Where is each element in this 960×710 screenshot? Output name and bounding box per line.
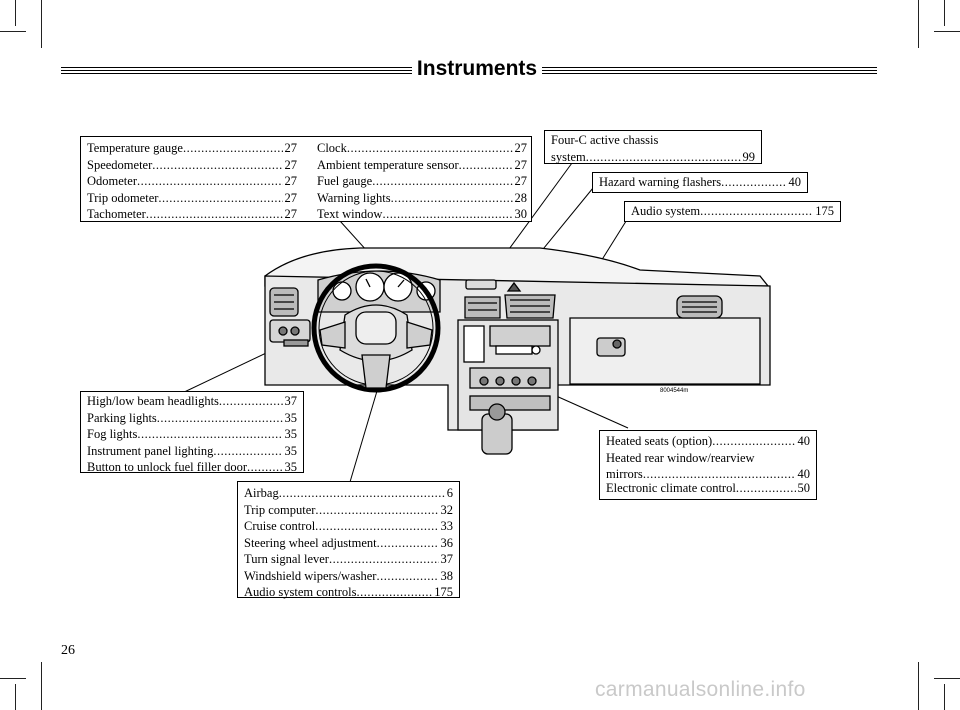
gauges-row: Speedometer27: [87, 157, 297, 174]
center-info-row: Fuel gauge27: [317, 173, 527, 190]
crop-mark: [0, 678, 26, 679]
climate-row: Heated seats (option)40: [606, 433, 810, 450]
lights-row: Instrument panel lighting35: [87, 443, 297, 460]
callout-four-c-box: Four-C active chassis system99: [544, 130, 762, 164]
audio-row: Audio system175: [631, 203, 834, 220]
crop-mark: [944, 684, 945, 710]
crop-mark: [15, 0, 16, 26]
lights-row: Parking lights35: [87, 410, 297, 427]
center-info-row: Text window30: [317, 206, 527, 223]
crop-mark: [918, 662, 919, 710]
callout-gauges-box: Temperature gauge27 Speedometer27 Odomet…: [80, 136, 532, 222]
four-c-line1: Four-C active chassis: [551, 133, 659, 147]
center-info-row: Warning lights28: [317, 190, 527, 207]
callout-audio-box: Audio system175: [624, 201, 841, 222]
hazard-row: Hazard warning flashers40: [599, 174, 801, 191]
lights-row: Fog lights35: [87, 426, 297, 443]
page-title: Instruments: [412, 55, 542, 83]
header-rule-right: [535, 67, 877, 74]
callout-lights-box: High/low beam headlights37 Parking light…: [80, 391, 304, 476]
lights-row: High/low beam headlights37: [87, 393, 297, 410]
gauges-row: Tachometer27: [87, 206, 297, 223]
center-info-row: Clock27: [317, 140, 527, 157]
crop-mark: [934, 678, 960, 679]
climate-row: mirrors40: [606, 466, 810, 483]
crop-mark: [41, 662, 42, 710]
crop-mark: [41, 0, 42, 48]
gauges-row: Trip odometer27: [87, 190, 297, 207]
crop-mark: [934, 31, 960, 32]
steering-row: Windshield wipers/washer38: [244, 568, 453, 585]
center-info-row: Ambient temperature sensor27: [317, 157, 527, 174]
climate-row: Electronic climate control50: [606, 480, 810, 497]
steering-row: Cruise control33: [244, 518, 453, 535]
steering-row: Turn signal lever37: [244, 551, 453, 568]
gauges-row: Temperature gauge27: [87, 140, 297, 157]
crop-mark: [0, 31, 26, 32]
crop-mark: [918, 0, 919, 48]
header-rule-left: [61, 67, 421, 74]
crop-mark: [15, 684, 16, 710]
four-c-line2: system99: [551, 149, 755, 166]
steering-row: Audio system controls175: [244, 584, 453, 601]
page-number: 26: [61, 643, 75, 658]
callout-steering-box: Airbag6 Trip computer32 Cruise control33…: [237, 481, 460, 601]
steering-row: Trip computer32: [244, 502, 453, 519]
gauges-row: Odometer27: [87, 173, 297, 190]
lights-row: Button to unlock fuel filler door35: [87, 459, 297, 476]
watermark: carmanualsonline.info: [595, 678, 806, 701]
crop-mark: [944, 0, 945, 26]
figure-code: 8004544m: [660, 388, 688, 394]
steering-row: Steering wheel adjustment36: [244, 535, 453, 552]
callout-climate-box: Heated seats (option)40 Heated rear wind…: [599, 430, 817, 500]
climate-row: Heated rear window/rearview: [606, 450, 755, 465]
steering-row: Airbag6: [244, 485, 453, 502]
callout-hazard-box: Hazard warning flashers40: [592, 172, 808, 193]
